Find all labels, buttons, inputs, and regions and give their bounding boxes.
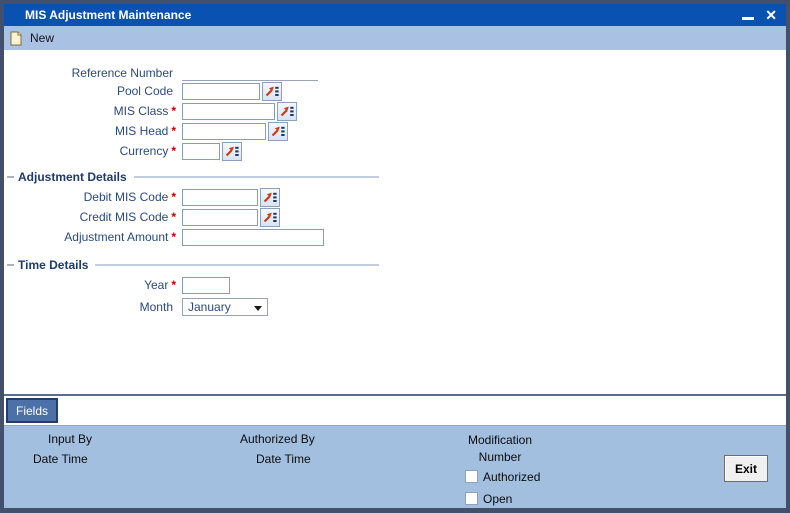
debit-mis-code-label: Debit MIS Code* [4,190,176,204]
fields-strip: Fields [4,396,786,426]
required-marker: * [171,230,176,244]
section-rule [95,264,379,266]
close-icon[interactable]: ✕ [765,7,777,23]
mis-head-lov-button[interactable] [268,121,288,141]
label-text: Debit MIS Code [83,190,169,204]
pool-code-input[interactable] [182,82,260,100]
year-row: Year* [4,276,230,294]
section-dash [7,176,14,178]
adjustment-amount-label: Adjustment Amount* [4,230,176,244]
title-bar: MIS Adjustment Maintenance ✕ [4,4,786,26]
required-marker: * [171,210,176,224]
debit-mis-code-row: Debit MIS Code* [4,187,280,207]
mis-head-input[interactable] [182,122,266,140]
section-dash [7,264,14,266]
fields-button[interactable]: Fields [6,398,59,423]
month-selected-value: January [188,300,231,314]
modification-number-label: Modification Number [467,433,533,464]
label-text: Adjustment Amount [64,230,169,244]
section-title: Time Details [18,258,89,272]
open-checkbox-label: Open [483,492,513,506]
mis-class-input[interactable] [182,102,275,120]
authorized-checkbox-label: Authorized [483,470,541,484]
chevron-down-icon [254,306,262,311]
content-separator [4,394,786,396]
audit-footer: Input By Date Time Authorized By Date Ti… [4,426,786,508]
debit-mis-code-lov-button[interactable] [260,187,280,207]
pool-code-lov-button[interactable] [262,81,282,101]
reference-number-field [182,66,318,81]
credit-mis-code-input[interactable] [182,208,258,226]
reference-number-label: Reference Number [4,66,176,80]
window-controls: ✕ [742,4,777,26]
input-date-time-label: Date Time [33,452,88,466]
adjustment-amount-input[interactable] [182,228,324,246]
required-marker: * [171,190,176,204]
lov-icon [280,106,294,116]
pool-code-label: Pool Code [4,84,176,98]
auth-date-time-label: Date Time [256,452,311,466]
required-marker: * [171,278,176,292]
required-marker: * [171,144,176,158]
adjustment-details-section-header: Adjustment Details [7,170,379,184]
open-checkbox[interactable] [465,492,478,505]
credit-mis-code-lov-button[interactable] [260,207,280,227]
mis-head-row: MIS Head* [4,121,288,141]
label-text: MIS Head [114,124,169,138]
label-text: Credit MIS Code [79,210,169,224]
label-text: Month [139,300,173,314]
credit-mis-code-row: Credit MIS Code* [4,207,280,227]
section-title: Adjustment Details [18,170,127,184]
new-button-label: New [30,31,55,45]
month-row: Month January [4,298,268,316]
currency-lov-button[interactable] [222,141,242,161]
window-title: MIS Adjustment Maintenance [25,8,192,22]
exit-button[interactable]: Exit [724,455,768,482]
section-rule [133,176,379,178]
authorized-by-label: Authorized By [240,432,315,446]
lov-icon [271,126,285,136]
label-text: Reference Number [71,66,173,80]
currency-input[interactable] [182,142,220,160]
time-details-section-header: Time Details [7,258,379,272]
required-marker: * [171,124,176,138]
new-document-icon [10,31,22,46]
mis-class-row: MIS Class* [4,101,297,121]
lov-icon [263,192,277,202]
lov-icon [263,212,277,222]
toolbar: New [4,26,786,50]
currency-label: Currency* [4,144,176,158]
authorized-checkbox[interactable] [465,470,478,483]
mis-class-label: MIS Class* [4,104,176,118]
currency-row: Currency* [4,141,242,161]
label-text: Pool Code [116,84,173,98]
required-marker: * [171,104,176,118]
debit-mis-code-input[interactable] [182,188,258,206]
month-label: Month [4,300,176,314]
year-input[interactable] [182,276,230,294]
lov-icon [225,146,239,156]
label-text: Currency [119,144,169,158]
new-button[interactable]: New [10,31,54,46]
mis-head-label: MIS Head* [4,124,176,138]
label-text: MIS Class [113,104,169,118]
year-label: Year* [4,278,176,292]
input-by-label: Input By [48,432,93,446]
lov-icon [265,86,279,96]
label-text: Year [144,278,169,292]
month-select[interactable]: January [182,298,268,316]
adjustment-amount-row: Adjustment Amount* [4,228,324,246]
credit-mis-code-label: Credit MIS Code* [4,210,176,224]
mis-class-lov-button[interactable] [277,101,297,121]
reference-number-row: Reference Number [4,64,318,82]
form-area: Reference Number Pool Code MIS Class* [4,50,786,394]
minimize-icon[interactable] [742,17,755,20]
pool-code-row: Pool Code [4,81,282,101]
